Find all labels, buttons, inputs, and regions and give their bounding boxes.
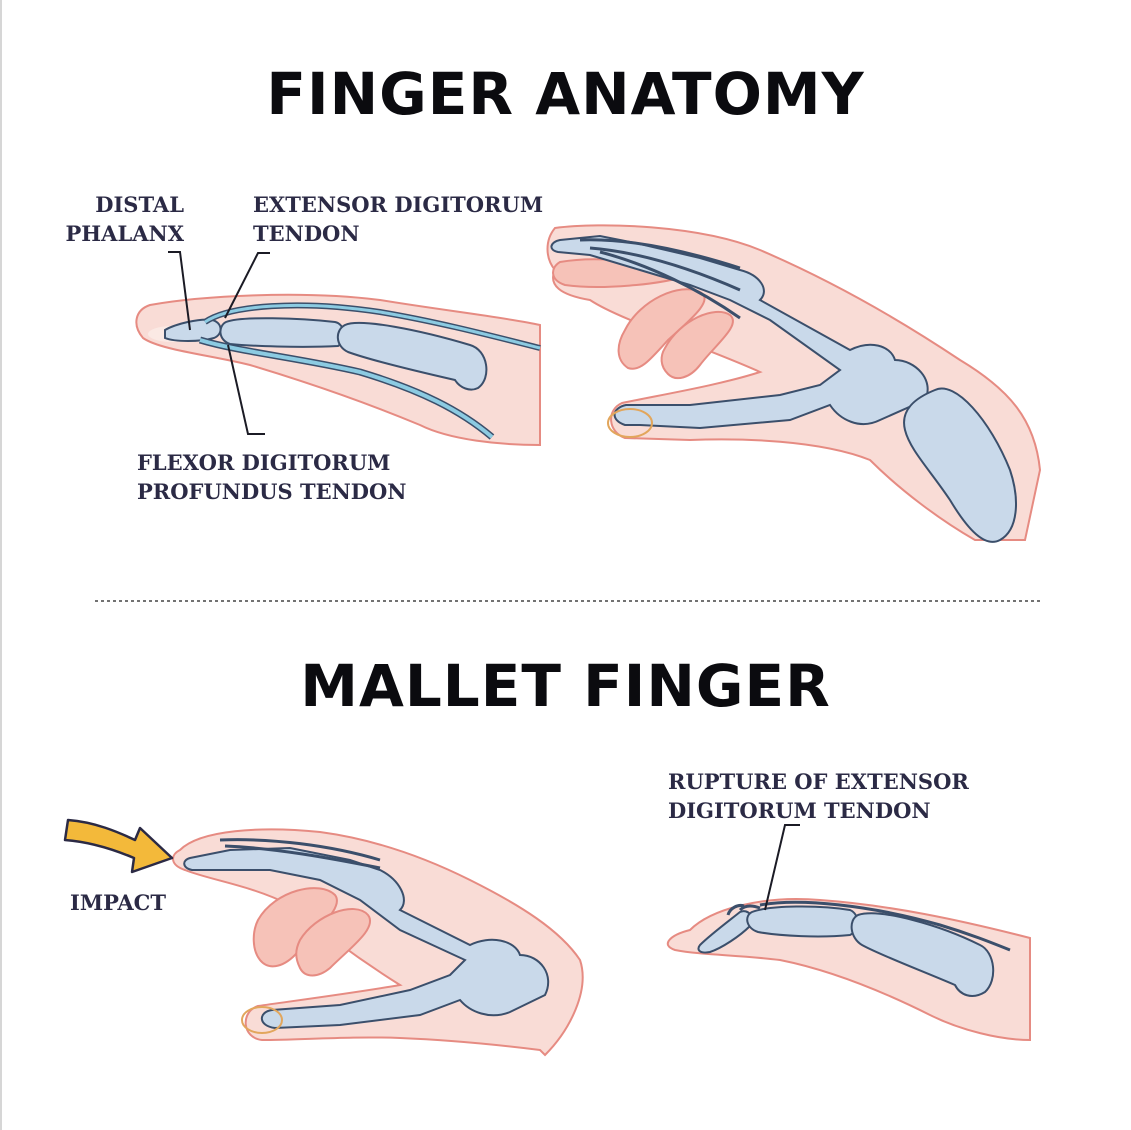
flexor-tendon-core [199, 338, 494, 439]
title-finger-anatomy: FINGER ANATOMY [266, 60, 865, 128]
extensor-tendon-core [204, 303, 541, 350]
left-border-line [0, 0, 2, 1130]
label-rupture: RUPTURE OF EXTENSOR DIGITORUM TENDON [668, 767, 969, 825]
label-flexor-tendon: FLEXOR DIGITORUM PROFUNDUS TENDON [137, 448, 406, 506]
middle-phalanx-bone [219, 317, 346, 348]
label-impact: IMPACT [70, 890, 166, 915]
label-flexor-tendon-line1: FLEXOR DIGITORUM [137, 450, 391, 475]
impact-thumb-nail [241, 1006, 283, 1034]
hand-tendons [579, 238, 741, 320]
thumb-nail [607, 408, 653, 438]
leader-rupture [764, 824, 800, 911]
mallet-finger-illustration [666, 824, 1031, 1042]
title-mallet-finger: MALLET FINGER [300, 652, 831, 720]
straight-finger-illustration [135, 251, 541, 447]
impact-hand-tendons [219, 838, 381, 870]
hand-finger-bones [550, 234, 929, 430]
curled-finger-2 [660, 310, 734, 380]
forearm-bones [903, 387, 1017, 543]
label-distal-phalanx-line1: DISTAL [95, 192, 184, 217]
impact-arrow-icon [63, 818, 174, 874]
label-flexor-tendon-line2: PROFUNDUS TENDON [137, 479, 407, 504]
label-rupture-line2: DIGITORUM TENDON [668, 798, 931, 823]
impact-hand-bones [183, 846, 550, 1030]
mallet-extensor-tendon [738, 900, 1011, 952]
leader-extensor-tendon [224, 252, 270, 319]
label-distal-phalanx-line2: PHALANX [65, 221, 184, 246]
hand-anatomy-illustration [546, 224, 1042, 543]
ruptured-tendon-end [726, 904, 745, 916]
label-extensor-tendon: EXTENSOR DIGITORUM TENDON [253, 190, 543, 248]
impact-hand-illustration [63, 818, 584, 1057]
leader-flexor-tendon [227, 344, 265, 435]
impact-curled-finger-2 [295, 908, 371, 977]
mallet-proximal-bone [850, 912, 995, 997]
leader-distal-phalanx [168, 251, 191, 331]
label-extensor-tendon-line2: TENDON [253, 221, 360, 246]
label-extensor-tendon-line1: EXTENSOR DIGITORUM [253, 192, 544, 217]
label-distal-phalanx: DISTAL PHALANX [62, 190, 184, 248]
proximal-phalanx-bone [336, 322, 488, 391]
label-rupture-line1: RUPTURE OF EXTENSOR [668, 769, 969, 794]
mallet-middle-bone [746, 905, 859, 938]
